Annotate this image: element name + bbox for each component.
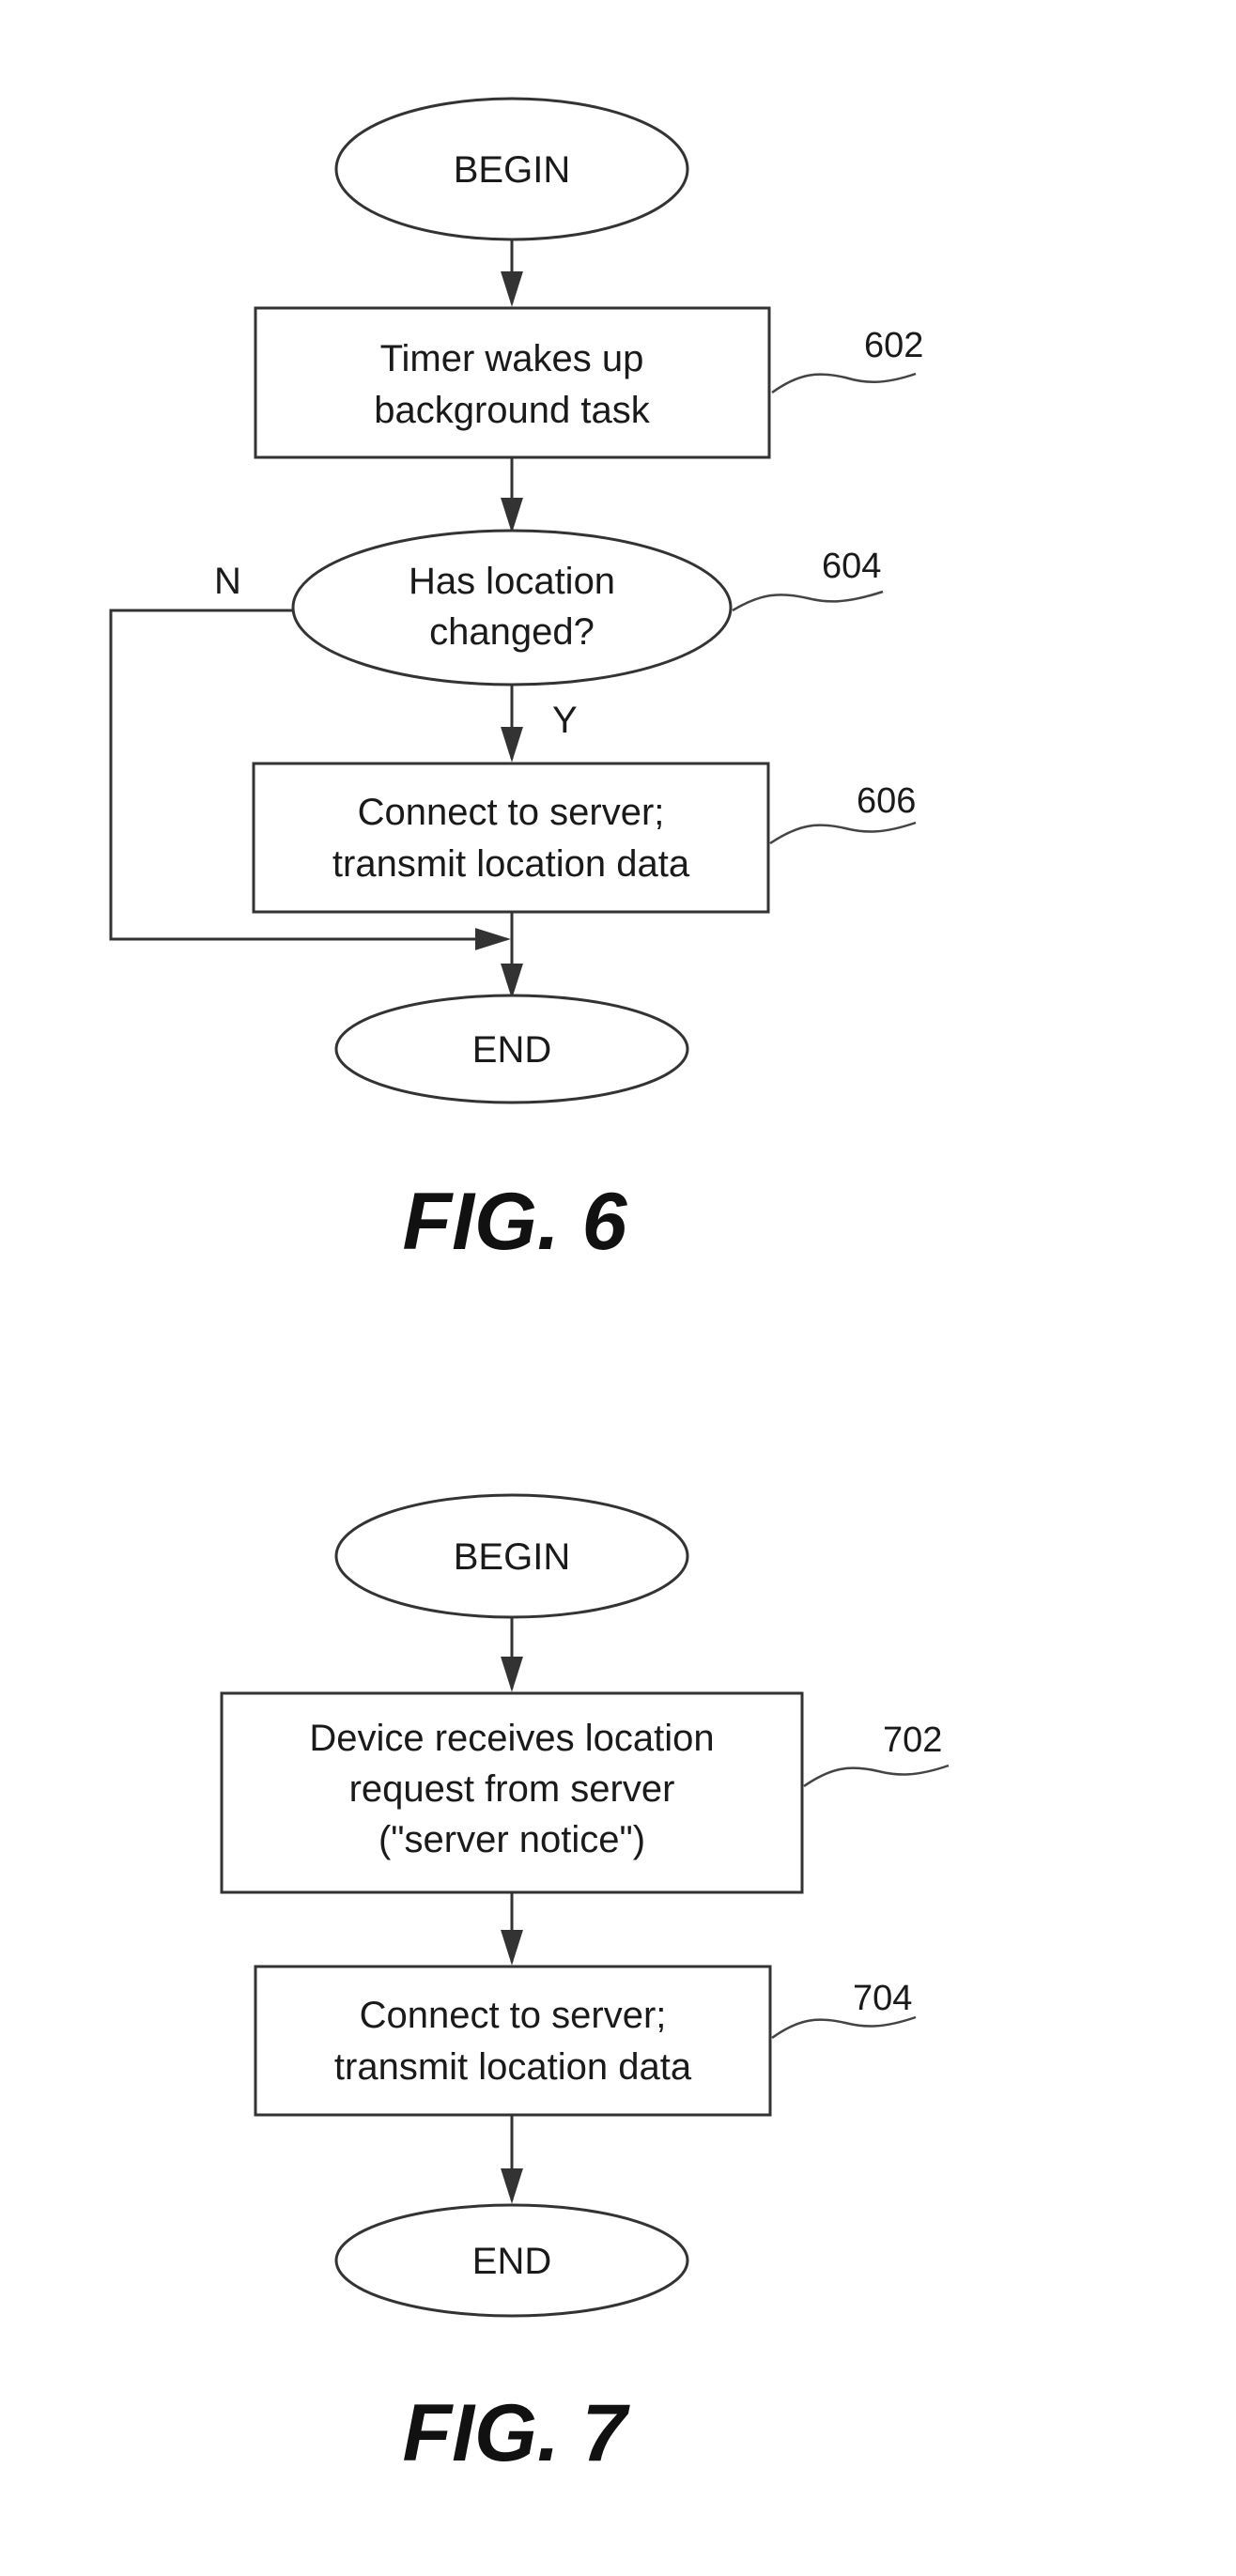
fig6-step-606-line1: Connect to server; [358,792,665,833]
fig6-no-label: N [214,561,241,602]
fig6-step-604-line1: Has location [409,561,615,602]
fig6-yes-label: Y [552,700,578,741]
fig6-step-606-box [254,764,768,912]
fig6-caption: FIG. 6 [403,1177,628,1267]
fig7-begin-label: BEGIN [454,1536,570,1578]
fig6-step-602-line1: Timer wakes up [380,338,644,379]
fig6-begin-label: BEGIN [454,149,570,191]
fig7-caption: FIG. 7 [403,2388,631,2478]
fig7-ref-702: 702 [883,1720,942,1760]
fig7-step-702-line1: Device receives location [309,1718,714,1759]
fig6-step-604-decision [293,531,731,685]
fig6-ref-604-leader [733,592,883,610]
fig7-step-704-box [255,1967,770,2115]
fig6-ref-602-leader [772,374,916,393]
fig6-ref-602: 602 [864,326,923,365]
fig7-step-702-line2: request from server [349,1768,675,1810]
fig6-step-604-line2: changed? [429,611,595,653]
fig7-ref-702-leader [804,1766,949,1786]
fig7-diagram: BEGIN Device receives location request f… [222,1495,949,2478]
fig6-ref-604: 604 [822,547,881,586]
fig6-step-606-line2: transmit location data [332,843,690,885]
fig7-end-label: END [472,2241,551,2282]
fig6-end-label: END [472,1029,551,1071]
fig7-step-702-line3: ("server notice") [379,1819,645,1860]
fig7-step-704-line2: transmit location data [334,2046,692,2088]
fig7-ref-704-leader [772,2017,916,2038]
fig6-step-602-box [255,308,769,457]
fig6-diagram: BEGIN Timer wakes up background task 602… [111,99,923,1267]
fig6-step-602-line2: background task [374,390,651,431]
fig7-ref-704: 704 [853,1979,912,2018]
fig6-ref-606-leader [770,823,916,843]
fig7-step-704-line1: Connect to server; [360,1995,667,2036]
fig6-ref-606: 606 [857,781,916,821]
